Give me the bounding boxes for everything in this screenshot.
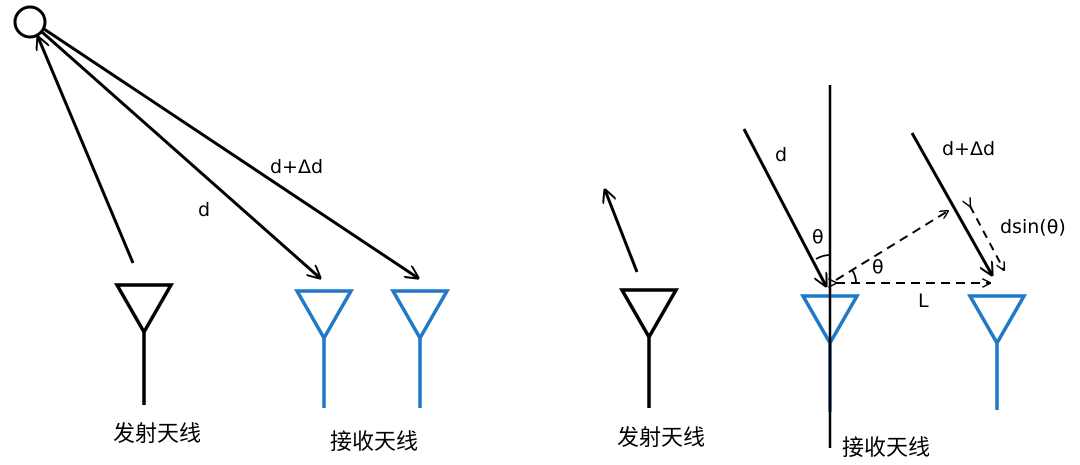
theta-label-2: θ bbox=[872, 256, 884, 278]
receive-antenna-label-left: 接收天线 bbox=[330, 430, 419, 455]
arrow-transmit-up bbox=[605, 190, 639, 273]
transmit-antenna-right bbox=[618, 288, 680, 408]
path-dd-label: d+Δd bbox=[270, 156, 324, 178]
dsin-theta-label: dsin(θ) bbox=[1000, 216, 1066, 238]
receive-antenna-right-2 bbox=[966, 294, 1028, 410]
arrow-path-dd bbox=[43, 27, 418, 278]
theta-arc-1 bbox=[815, 254, 831, 260]
baseline-l-label: L bbox=[918, 290, 929, 312]
path-d-label: d bbox=[198, 199, 211, 221]
theta-arc-2 bbox=[851, 269, 857, 284]
receive-antenna-label-right: 接收天线 bbox=[842, 436, 931, 461]
incoming-ray-d bbox=[742, 128, 826, 286]
ray-d-label: d bbox=[775, 144, 788, 166]
arrow-transmit-to-target bbox=[38, 37, 135, 264]
receive-antenna-left-2 bbox=[389, 289, 451, 408]
transmit-antenna-label-right: 发射天线 bbox=[617, 426, 706, 451]
theta-label-1: θ bbox=[812, 226, 824, 248]
ray-dd-label: d+Δd bbox=[942, 138, 996, 160]
receive-antenna-left-1 bbox=[293, 289, 355, 408]
arrow-path-d bbox=[41, 30, 320, 278]
dashed-perpendicular bbox=[835, 211, 948, 281]
dashed-dsin bbox=[970, 206, 1004, 270]
target-circle bbox=[13, 5, 47, 39]
transmit-antenna-label-left: 发射天线 bbox=[113, 422, 202, 447]
transmit-antenna-left bbox=[113, 283, 175, 405]
